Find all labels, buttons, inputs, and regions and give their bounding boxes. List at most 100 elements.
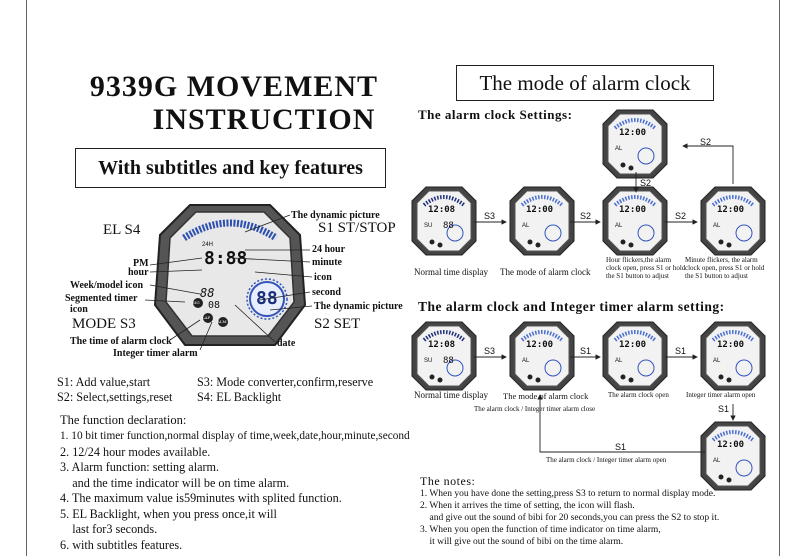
arrow-label: S1 bbox=[580, 346, 592, 356]
lcd-date: 08 bbox=[208, 300, 221, 311]
mini-watch-indicator: AL bbox=[713, 358, 721, 364]
mini-watch-time: 12:00 bbox=[619, 205, 647, 215]
label-integer-timer-alarm: Integer timer alarm bbox=[113, 348, 198, 359]
mini-watch-indicator: SU bbox=[424, 358, 433, 364]
key-s2: S2: Select,settings,reset bbox=[57, 390, 173, 404]
label-el-s4: EL S4 bbox=[103, 222, 141, 238]
mini-watch-indicator: AL bbox=[713, 458, 721, 464]
function-item: 2. 12/24 hour modes available. bbox=[60, 444, 211, 459]
note-item: and give out the sound of bibi for 20 se… bbox=[420, 513, 720, 523]
arrow-settings-4 bbox=[682, 143, 734, 184]
notes-heading: The notes: bbox=[420, 474, 476, 488]
mini-watch-seconds: 88 bbox=[443, 221, 454, 231]
arrow-label: S1 bbox=[615, 442, 627, 452]
key-s3: S3: Mode converter,confirm,reserve bbox=[197, 375, 374, 389]
label-week-model-icon: Week/model icon bbox=[70, 280, 144, 291]
mini-watch-time: 12:08 bbox=[428, 205, 456, 215]
lcd-week: 88 bbox=[200, 286, 215, 300]
mini-watch-indicator: AL bbox=[615, 223, 623, 229]
lcd-24h: 24H bbox=[202, 242, 214, 248]
arrow-label: S2 bbox=[640, 178, 652, 188]
function-list: 1. 10 bit timer function,normal display … bbox=[60, 429, 420, 553]
lap-label: LAP bbox=[202, 315, 211, 320]
function-item: 1. 10 bit timer function,normal display … bbox=[60, 430, 410, 442]
note-item: 1. When you have done the setting,press … bbox=[420, 489, 716, 499]
subtitle-box: With subtitles and key features bbox=[75, 148, 386, 188]
label-s2-set: S2 SET bbox=[314, 316, 361, 332]
arrow-int-5 bbox=[537, 394, 705, 453]
mini-watch-indicator: AL bbox=[522, 223, 530, 229]
label-date: date bbox=[277, 338, 296, 349]
caption-hour-flickers: Hour flickers,the alarm clock open, pres… bbox=[606, 256, 686, 280]
key-s4: S4: EL Backlight bbox=[197, 390, 282, 404]
note-item: 2. When it arrives the time of setting, … bbox=[420, 501, 635, 511]
settings-heading: The alarm clock Settings: bbox=[418, 107, 573, 122]
mini-watch-time: 12:00 bbox=[717, 340, 745, 350]
mini-watch-time: 12:08 bbox=[428, 340, 456, 350]
caption-alarm-mode: The mode of alarm clock bbox=[500, 267, 591, 277]
sig-label: SIG bbox=[192, 300, 200, 305]
caption-close: The alarm clock / Integer timer alarm cl… bbox=[474, 405, 596, 413]
label-hour: hour bbox=[128, 267, 149, 278]
label-dynamic-picture-top: The dynamic picture bbox=[291, 210, 380, 221]
mini-watch-indicator: AL bbox=[615, 358, 623, 364]
caption-integer-open: Integer timer alarm open bbox=[686, 391, 756, 399]
title-line-1: 9339G MOVEMENT bbox=[89, 70, 379, 103]
integer-heading: The alarm clock and Integer timer alarm … bbox=[418, 299, 725, 314]
function-heading: The function declaration: bbox=[60, 413, 187, 427]
arrow-label: S3 bbox=[484, 346, 496, 356]
watch-face-svg bbox=[153, 204, 307, 346]
mini-watch-seconds: 88 bbox=[443, 356, 454, 366]
alarm-mode-box: The mode of alarm clock bbox=[456, 65, 714, 101]
arrow-label: S1 bbox=[675, 346, 687, 356]
arrow-label: S1 bbox=[718, 404, 730, 414]
arrow-label: S2 bbox=[675, 211, 687, 221]
label-time-alarm-clock: The time of alarm clock bbox=[70, 336, 172, 347]
title-line-2: INSTRUCTION bbox=[152, 103, 376, 136]
function-item: 3. Alarm function: setting alarm. bbox=[60, 460, 220, 474]
function-item: and the time indicator will be on time a… bbox=[60, 475, 290, 490]
alm-label: ALM bbox=[217, 319, 227, 324]
page-title: 9339G MOVEMENT INSTRUCTION bbox=[84, 70, 384, 136]
caption-normal-time: Normal time display bbox=[414, 267, 488, 277]
function-item: 4. The maximum value is59minutes with sp… bbox=[60, 491, 342, 505]
mini-watch-time: 12:00 bbox=[619, 340, 647, 350]
label-pm: PM bbox=[133, 258, 149, 269]
caption-normal-time-2: Normal time display bbox=[414, 390, 488, 400]
label-minute: minute bbox=[312, 257, 342, 268]
caption-alarm-open: The alarm clock open bbox=[608, 391, 669, 399]
function-item: 5. EL Backlight, when you press once,it … bbox=[60, 506, 277, 521]
function-item: 6. with subtitles features. bbox=[60, 537, 183, 552]
label-s1: S1 ST/STOP bbox=[318, 220, 396, 236]
label-mode-s3: MODE S3 bbox=[72, 316, 136, 332]
mini-watch-time: 12:00 bbox=[717, 205, 745, 215]
arrow-label: S2 bbox=[580, 211, 592, 221]
mini-watch-time: 12:00 bbox=[619, 128, 647, 138]
note-item: 3. When you open the function of time in… bbox=[420, 525, 661, 535]
key-s1: S1: Add value,start bbox=[57, 375, 151, 389]
notes-list: 1. When you have done the setting,press … bbox=[420, 488, 770, 548]
mini-watch-indicator: AL bbox=[713, 223, 721, 229]
label-segmented-timer: Segmented timer bbox=[65, 293, 138, 304]
label-second: second bbox=[312, 287, 341, 298]
label-icon: icon bbox=[314, 272, 332, 283]
caption-minute-flickers: Minute flickers, the alarm clock open, p… bbox=[685, 256, 765, 280]
mini-watch-time: 12:00 bbox=[717, 440, 745, 450]
label-dynamic-picture-bottom: The dynamic picture bbox=[314, 301, 403, 312]
caption-alarm-mode-2: The mode of alarm clock bbox=[503, 391, 589, 401]
arrow-label: S2 bbox=[700, 137, 712, 147]
mini-watch-indicator: SU bbox=[424, 223, 433, 229]
caption-open-final: The alarm clock / Integer timer alarm op… bbox=[546, 456, 667, 464]
arrow-label: S3 bbox=[484, 211, 496, 221]
mini-watch-indicator: AL bbox=[522, 358, 530, 364]
